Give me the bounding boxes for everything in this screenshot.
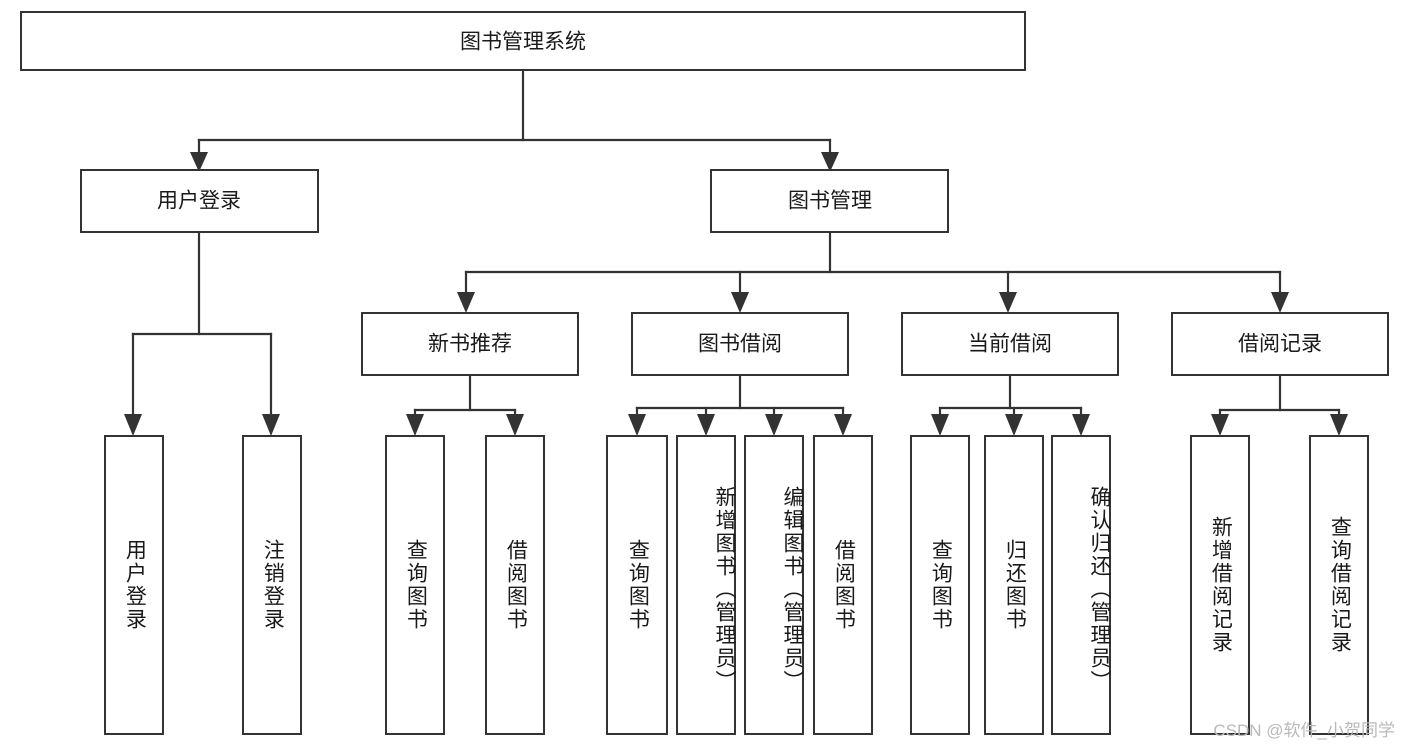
arrow-head-leaf-logout: [262, 414, 280, 436]
node-book-management[interactable]: 图书管理: [710, 169, 949, 233]
leaf-box-user-login[interactable]: [104, 435, 164, 735]
node-root-book-management-system[interactable]: 图书管理系统: [20, 11, 1026, 71]
leaf-label-bb-query-book: 查询图书: [626, 539, 650, 631]
node-label-root: 图书管理系统: [460, 31, 586, 54]
arrow-head-nbr-borrow-book: [506, 414, 524, 436]
node-box-book-borrowing: [631, 312, 849, 376]
node-label-book-borrowing: 图书借阅: [698, 333, 782, 356]
node-box-current-borrowing: [901, 312, 1119, 376]
node-new-book-recommendation[interactable]: 新书推荐: [361, 312, 579, 376]
leaf-box-cb-return-book[interactable]: [984, 435, 1044, 735]
leaf-box-bb-add-book[interactable]: [676, 435, 736, 735]
csdn-watermark: CSDN @软件_小贺同学: [1213, 721, 1395, 740]
leaf-label-bb-borrow-book: 借阅图书: [832, 539, 856, 631]
arrow-head-book-mgmt: [821, 152, 839, 172]
leaf-label-bb-edit-book: 编辑图书（管理员）: [781, 485, 804, 693]
node-label-user-login: 用户登录: [157, 190, 241, 213]
leaf-label-nbr-borrow-book: 借阅图书: [504, 539, 528, 631]
arrow-head-cb-query-book: [931, 414, 949, 436]
node-book-borrowing[interactable]: 图书借阅: [631, 312, 849, 376]
arrow-head-nbr-query-book: [406, 414, 424, 436]
arrow-head-cb-confirm-return: [1072, 414, 1090, 436]
connector-group-book-borrow: [628, 373, 852, 436]
leaf-label-bb-add-book: 新增图书（管理员）: [713, 485, 736, 693]
arrow-head-bb-add-book: [697, 414, 715, 436]
leaf-box-cb-confirm-return[interactable]: [1051, 435, 1111, 735]
node-current-borrowing[interactable]: 当前借阅: [901, 312, 1119, 376]
node-label-book-management: 图书管理: [788, 190, 872, 213]
node-label-current-borrowing: 当前借阅: [968, 333, 1052, 356]
node-label-borrow-records: 借阅记录: [1238, 333, 1322, 356]
leaf-box-nbr-borrow-book[interactable]: [485, 435, 545, 735]
arrow-head-leaf-user-login: [124, 414, 142, 436]
arrow-head-bb-query-book: [628, 414, 646, 436]
node-box-borrow-records: [1171, 312, 1389, 376]
node-borrow-records[interactable]: 借阅记录: [1171, 312, 1389, 376]
leaf-box-bb-edit-book[interactable]: [744, 435, 804, 735]
leaf-box-br-query-record[interactable]: [1309, 435, 1369, 735]
node-label-new-book-recommendation: 新书推荐: [428, 333, 512, 356]
arrow-head-bb-borrow-book: [834, 414, 852, 436]
connector-group-new-book-rec: [406, 373, 524, 436]
leaf-label-logout: 注销登录: [261, 539, 285, 631]
node-user-login[interactable]: 用户登录: [80, 169, 319, 233]
leaf-label-user-login: 用户登录: [123, 539, 147, 631]
node-box-book-management: [710, 169, 949, 233]
connector-group-root: [190, 68, 839, 172]
connector-group-current-borrow: [931, 373, 1090, 436]
arrow-head-br-add-record: [1211, 414, 1229, 436]
arrow-head-bb-edit-book: [765, 414, 783, 436]
connector-group-borrow-record: [1211, 373, 1348, 436]
node-box-user-login: [80, 169, 319, 233]
leaf-label-cb-query-book: 查询图书: [929, 539, 953, 631]
leaf-box-br-add-record[interactable]: [1190, 435, 1250, 735]
leaf-box-bb-query-book[interactable]: [606, 435, 668, 735]
leaf-box-bb-borrow-book[interactable]: [813, 435, 873, 735]
leaf-box-cb-query-book[interactable]: [910, 435, 970, 735]
arrow-head-cb-return-book: [1005, 414, 1023, 436]
arrow-head-borrow-record: [1271, 292, 1289, 313]
leaf-label-nbr-query-book: 查询图书: [404, 539, 428, 631]
arrow-head-new-book-rec: [457, 292, 475, 313]
node-box-root: [20, 11, 1026, 71]
leaf-label-cb-return-book: 归还图书: [1003, 539, 1027, 631]
arrow-head-user-login: [190, 152, 208, 172]
leaf-box-nbr-query-book[interactable]: [385, 435, 445, 735]
leaf-label-br-query-record: 查询借阅记录: [1328, 516, 1352, 654]
arrow-head-book-borrow: [731, 292, 749, 313]
connector-group-user-login: [124, 230, 280, 436]
node-box-new-book-recommendation: [361, 312, 579, 376]
arrow-head-br-query-record: [1330, 414, 1348, 436]
connector-group-book-mgmt: [457, 230, 1289, 313]
leaf-label-br-add-record: 新增借阅记录: [1209, 516, 1233, 654]
leaf-box-logout[interactable]: [242, 435, 302, 735]
leaf-label-cb-confirm-return: 确认归还（管理员）: [1088, 485, 1111, 693]
arrow-head-current-borrow: [999, 292, 1017, 313]
